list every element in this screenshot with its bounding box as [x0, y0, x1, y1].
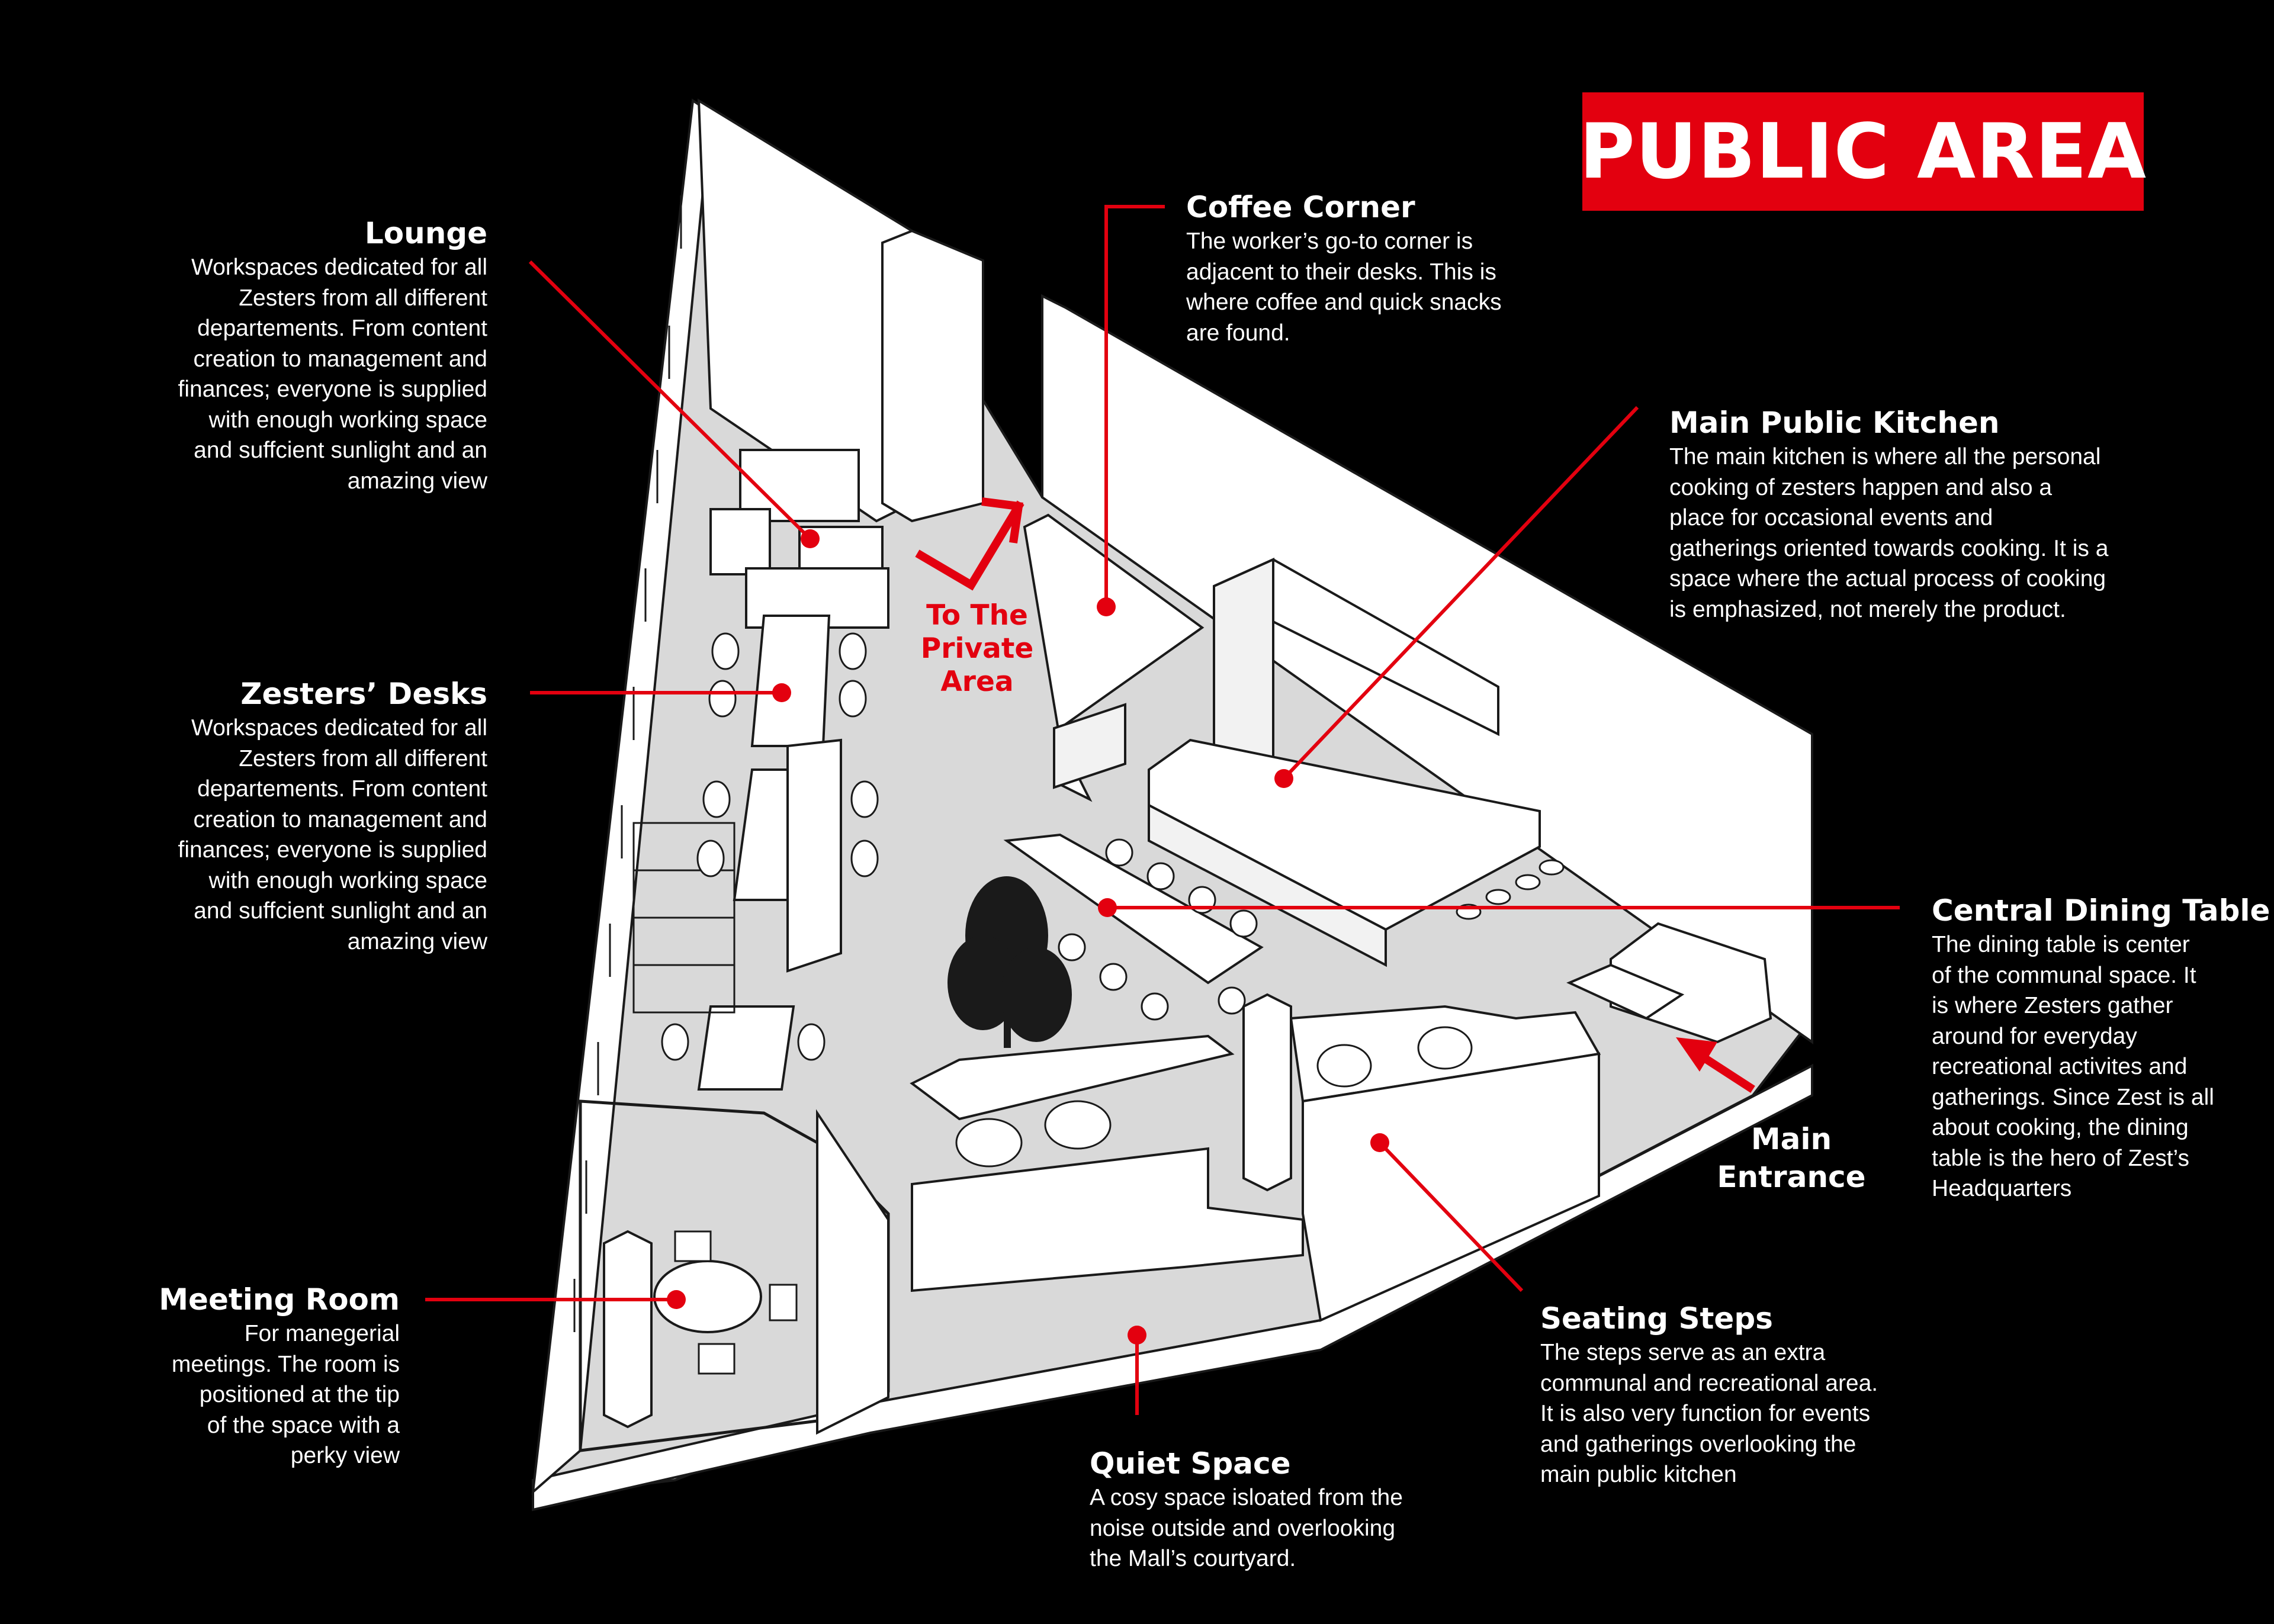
callout-desks-body: Workspaces dedicated for all Zesters fro… — [178, 715, 487, 954]
callout-coffee-title: Coffee Corner — [1186, 190, 1415, 224]
page-title: PUBLIC AREA — [1579, 107, 2147, 196]
kitchen-island-front — [1148, 803, 1387, 967]
main-entrance-arrow-icon — [1676, 1037, 1755, 1093]
callout-dining-body: The dining table is center of the commun… — [1932, 932, 2214, 1201]
coffee-counter-base — [1053, 703, 1126, 789]
callout-desks-title: Zesters’ Desks — [240, 677, 487, 711]
leader-dots — [667, 529, 1389, 1345]
lounge-armchair — [709, 508, 771, 575]
quiet-space-bench-lower — [911, 1147, 1304, 1292]
title-banner: PUBLIC AREA — [1579, 92, 2147, 211]
callout-kitchen: Main Public Kitchen The main kitchen is … — [1669, 404, 2108, 625]
leader-coffee — [1104, 205, 1165, 607]
entrance-table — [1566, 963, 1685, 1020]
meeting-room-column — [603, 1230, 653, 1429]
back-wall-left — [697, 98, 913, 523]
steps-column — [1242, 993, 1292, 1192]
tree — [948, 876, 1072, 1048]
partition-column — [881, 229, 984, 523]
callout-steps-body: The steps serve as an extra communal and… — [1540, 1340, 1878, 1487]
callout-quiet: Quiet Space A cosy space isloated from t… — [1090, 1445, 1403, 1574]
leader-lounge — [528, 260, 812, 541]
callout-lounge: Lounge Workspaces dedicated for all Zest… — [178, 214, 487, 496]
callout-coffee-body: The worker’s go-to corner is adjacent to… — [1186, 229, 1502, 346]
leader-lines — [425, 205, 1900, 1415]
main-entrance-label: Main Entrance — [1717, 1122, 1866, 1194]
callout-steps: Seating Steps The steps serve as an extr… — [1540, 1300, 1878, 1490]
callout-steps-title: Seating Steps — [1540, 1301, 1773, 1336]
callout-lounge-title: Lounge — [364, 216, 487, 250]
desk-row-3 — [697, 1005, 795, 1091]
private-area-arrow-icon — [915, 497, 1024, 591]
callout-quiet-body: A cosy space isloated from the noise out… — [1090, 1485, 1403, 1571]
callout-kitchen-title: Main Public Kitchen — [1669, 406, 2000, 440]
dining-chairs — [1058, 838, 1258, 1021]
seating-steps-front — [1302, 1052, 1600, 1322]
meeting-chairs — [674, 1230, 798, 1375]
window-mullions — [573, 195, 682, 1332]
leader-kitchen — [1282, 406, 1639, 780]
desk-block — [786, 738, 842, 973]
private-area-label: To The Private Area — [920, 599, 1034, 698]
meeting-room-partition — [816, 1109, 889, 1435]
callout-lounge-body: Workspaces dedicated for all Zesters fro… — [178, 255, 487, 494]
callout-meeting: Meeting Room For manegerial meetings. Th… — [159, 1281, 400, 1471]
callout-dining-title: Central Dining Table — [1932, 893, 2270, 928]
callout-meeting-title: Meeting Room — [159, 1282, 400, 1317]
bean-bags — [955, 1026, 1473, 1168]
desk-chairs — [661, 632, 879, 1061]
desk-row-1 — [750, 615, 831, 747]
callout-dining: Central Dining Table The dining table is… — [1932, 892, 2270, 1204]
leader-steps — [1378, 1141, 1524, 1292]
callout-meeting-body: For manegerial meetings. The room is pos… — [171, 1321, 400, 1468]
callout-coffee: Coffee Corner The worker’s go-to corner … — [1186, 188, 1502, 348]
callout-quiet-title: Quiet Space — [1090, 1446, 1291, 1481]
quiet-space-bench — [910, 1034, 1235, 1121]
floor-slab-edge — [532, 1063, 1813, 1512]
callout-kitchen-body: The main kitchen is where all the person… — [1669, 444, 2109, 622]
callout-desks: Zesters’ Desks Workspaces dedicated for … — [178, 675, 487, 957]
